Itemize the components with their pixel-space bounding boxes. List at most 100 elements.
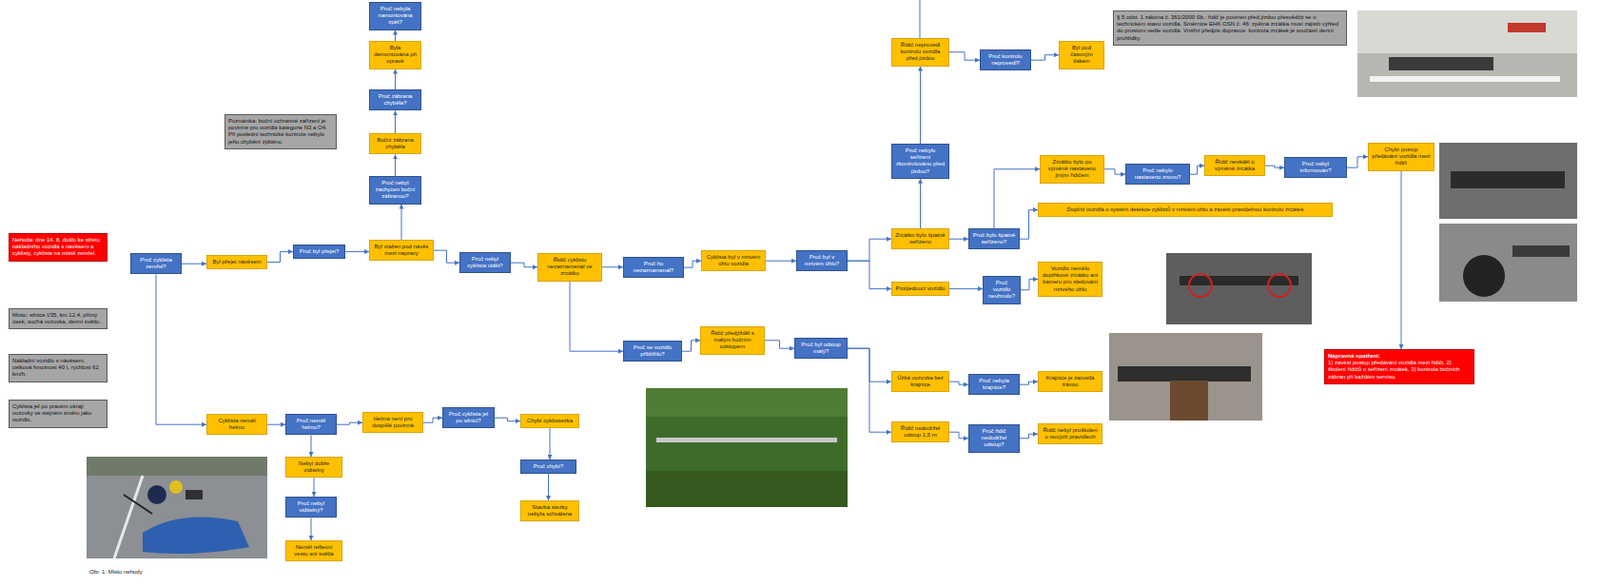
grass-photo [645,388,848,508]
question-box: Proč cyklista jel po silnici? [442,407,495,429]
box-text: Proč nebylo nastaveno znovu? [1129,167,1187,181]
connector-arrow [394,154,396,176]
question-box: Proč bylo špatně seřízeno? [968,228,1020,250]
cause-box: Helma není pro dospělé povinná [362,411,424,433]
connector-arrow [494,417,521,421]
box-text: Proč kontrolu neprovedl? [983,53,1028,67]
box-text: § 5 odst. 1 zákona č. 361/2000 Sb.: řidi… [1116,14,1344,42]
question-box: Proč řidič nedodržel odstup? [968,424,1020,453]
cause-box: Zrcátko bylo špatně seřízeno [891,228,950,250]
connector-arrow [949,381,969,385]
box-text: Proč cyklista jel po silnici? [446,410,491,425]
question-box: Proč kontrolu neprovedl? [979,49,1032,71]
connector-arrow [765,260,797,262]
box-text: Řidič předjížděl s malým bočním odstupem [703,330,761,352]
box-text: Chybí postup předávání vozidla mezi řidi… [1371,146,1431,168]
connector-arrow [345,251,370,253]
connector-arrow [919,178,921,229]
figure-caption: Obr. 1: Místo nehody [87,568,145,576]
box-text: Cyklista neměl helmu [210,417,264,431]
event-box: Nehoda: dne 14. 8. došlo ke střetu nákla… [8,233,108,262]
cause-box: Neměl reflexní vestu ani světla [285,540,343,562]
cause-box: Chybí postup předávání vozidla mezi řidi… [1367,142,1435,172]
box-text: Boční zábrana chyběla [372,136,418,151]
box-text: Chybí cyklostezka [524,417,576,425]
note-box: Cyklista jel po pravém okraji vozovky ve… [8,399,108,429]
cause-box: Řidič nevěděl o výměně zrcátka [1204,155,1266,176]
box-text: Proč zábrana chyběla? [372,93,418,107]
cause-box: Protijedoucí vozidlo [891,281,950,296]
box-text: Zrcátko bylo po výměně nastaveno jiným ř… [1043,158,1101,180]
connector-arrow [267,424,286,426]
box-text: Proč vozidlo neuhnulo? [986,279,1017,301]
cause-box: Byl pod časovým tlakem [1058,40,1105,70]
connector-arrow [919,66,921,144]
connector-arrow [547,473,549,501]
connector-arrow [267,252,293,263]
connector-arrow [313,477,315,497]
cause-box: Nebyl dobře viditelný [285,456,343,478]
cause-box: Úzká vozovka bez krajnice [891,370,950,392]
continuation-line [919,0,921,39]
connector-arrow [549,428,551,460]
connector-arrow [156,273,207,425]
connector-arrow [1346,156,1368,168]
question-box: Proč chybí? [520,459,577,474]
box-text: Proč nebyl viditelný? [289,500,333,514]
truck-photo [1166,253,1312,325]
question-box: Proč nebyl informován? [1284,156,1347,178]
box-text: Zrcátko bylo špatně seřízeno [895,232,946,246]
connector-arrow [949,238,969,240]
question-box: Proč byl v mrtvém úhlu? [796,250,848,272]
question-box: Proč nebyla krajnice? [968,373,1020,395]
connector-arrow [1190,165,1205,175]
box-text: Místo: silnice I/35, km 12,4, přímý úsek… [12,312,104,326]
connector-arrow [510,262,538,268]
connector-arrow [949,288,983,290]
question-box: Proč nebyl zachycen boční zábranou? [369,175,422,205]
connector-arrow [1020,278,1038,290]
box-text: Helma není pro dospělé povinná [366,415,420,430]
box-text: Proč nebyla krajnice? [972,377,1016,391]
connector-arrow [949,431,969,439]
box-text: Proč ho nezaznamenal? [626,260,681,274]
cause-box: Byl přejet návěsem [206,254,268,270]
question-box: Proč vozidlo neuhnulo? [982,275,1021,305]
note-box: Poznámka: boční ochranné zařízení je pov… [224,114,337,150]
box-text: 1) zavést postup předávání vozidla mezi … [1327,359,1471,381]
truck-photo [1357,10,1578,98]
connector-arrow [394,110,396,134]
cause-box: Řidič nebyl proškolen o nových pravidlec… [1037,423,1103,445]
cause-box: Byla demontována při opravě [369,40,422,70]
connector-arrow [433,250,460,263]
box-text: Proč cyklista zemřel? [134,256,178,271]
cause-box: Boční zábrana chyběla [369,133,422,155]
question-box: Proč nebyl viditelný? [285,496,337,518]
truck-photo [1109,332,1263,421]
connector-arrow [847,260,892,289]
event-box: Nápravná opatření:1) zavést postup předá… [1324,349,1475,385]
question-box: Proč nebylo seřízení zkontrolováno před … [891,143,950,179]
question-box: Proč neměl helmu? [285,413,337,435]
question-box: Proč nebyla namontována zpět? [369,1,422,31]
cause-box: Vozidlo nemělo doplňkové zrcátko ani kam… [1037,261,1103,297]
box-text: Proč byl odstup malý? [798,341,844,355]
cause-box: Řidič cyklistu nezaznamenal ve zrcátku [537,253,603,282]
cause-box: Chybí cyklostezka [520,413,580,429]
connector-arrow [1019,210,1038,240]
connector-arrow [1031,55,1059,60]
box-text: Nehoda: dne 14. 8. došlo ke střetu nákla… [12,236,104,258]
note-box: Místo: silnice I/35, km 12,4, přímý úsek… [8,308,108,330]
accident-photo [86,456,268,559]
cause-box: Doplnit vozidla o systém detekce cyklist… [1037,202,1333,217]
box-text: Stavba stezky nebyla schválena [524,504,576,518]
cause-box: Řidič předjížděl s malým bočním odstupem [700,326,765,355]
question-box: Proč byl přejet? [292,244,346,259]
truck-photo [1439,142,1578,302]
box-text: Nápravná opatření: [1327,352,1471,360]
connector-arrow [949,52,980,60]
box-text: Krajnice je zarostlá trávou [1041,374,1099,389]
box-text: Proč byl přejet? [296,248,342,255]
